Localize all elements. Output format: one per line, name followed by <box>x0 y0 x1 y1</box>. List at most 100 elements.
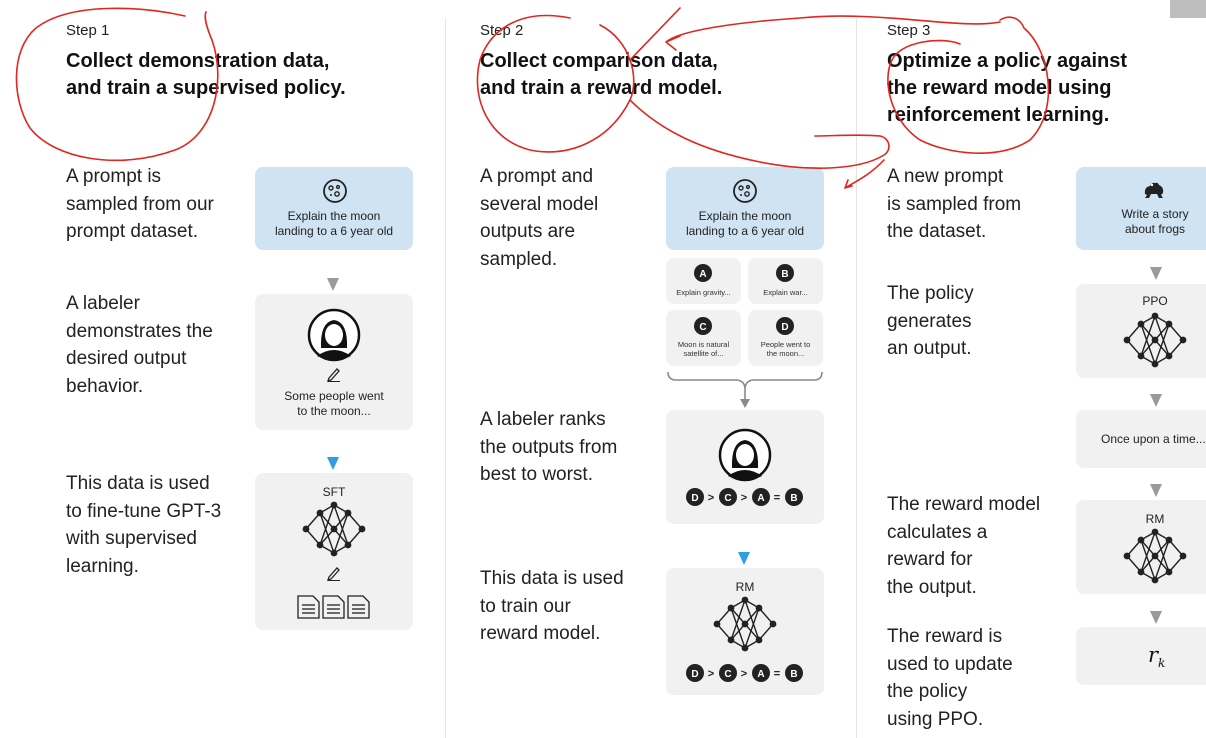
frog-icon <box>1144 182 1164 198</box>
step2-heading-line: Collect comparison data, <box>480 50 718 72</box>
desc-line: the dataset. <box>887 221 987 242</box>
rank-operator: = <box>774 668 780 680</box>
nn-edge <box>319 504 335 546</box>
rank-operator: > <box>741 492 747 504</box>
desc-line: A new prompt <box>887 166 1004 187</box>
moon-icon <box>733 179 757 203</box>
desc-line: A prompt is <box>66 166 162 187</box>
output-text: Explain gravity... <box>676 288 731 297</box>
desc-line: A labeler ranks <box>480 409 606 430</box>
nn-node <box>316 541 324 549</box>
desc-line: behavior. <box>66 375 144 397</box>
nn-edge <box>1140 539 1156 581</box>
nn-edge <box>1140 555 1156 573</box>
labeler-avatar-icon <box>718 428 772 482</box>
nn-edge <box>1168 323 1184 341</box>
desc-line: prompt dataset. <box>66 221 199 242</box>
desc-line: best to worst. <box>480 464 593 485</box>
nn-node <box>1179 552 1187 560</box>
nn-edge <box>730 623 746 641</box>
nn-edge <box>1126 539 1142 557</box>
step1-heading: Collect demonstration data, and train a … <box>66 48 346 102</box>
arrow-down-icon <box>738 552 750 565</box>
desc-line: to fine-tune GPT-3 <box>66 500 222 522</box>
step1-sft-card: SFT <box>255 473 413 630</box>
output-text: the moon... <box>766 349 805 358</box>
rank-letter: A <box>757 669 764 680</box>
nn-edge <box>1140 323 1156 365</box>
rank-badge <box>719 488 737 506</box>
step2-description-sampling: A prompt and several model outputs are s… <box>480 163 598 273</box>
nn-node <box>1151 552 1159 560</box>
nn-edge <box>730 607 746 625</box>
nn-node <box>1179 336 1187 344</box>
nn-node <box>1123 336 1131 344</box>
step1-heading-line: Collect demonstration data, <box>66 50 330 72</box>
rank-letter: C <box>724 669 731 680</box>
nn-edge <box>716 623 732 641</box>
nn-edge <box>1140 531 1156 573</box>
rank-badge <box>686 488 704 506</box>
ppo-label: PPO <box>1142 294 1168 308</box>
step3-rm-card: RM <box>1076 500 1206 594</box>
desc-line: sampled. <box>480 248 558 270</box>
output-card-b: B Explain war... <box>748 258 823 304</box>
arrow-down-icon <box>1150 484 1162 497</box>
nn-node <box>1165 352 1173 360</box>
nn-node <box>1137 352 1145 360</box>
nn-edge <box>730 607 746 649</box>
rank-badge <box>785 664 803 682</box>
nn-node <box>741 620 749 628</box>
nn-node <box>1151 336 1159 344</box>
desc-line: the outputs from <box>480 436 618 458</box>
nn-edge <box>333 512 349 554</box>
step1-label: Step 1 <box>66 22 110 39</box>
nn-node <box>741 596 749 604</box>
nn-node <box>727 636 735 644</box>
nn-edge <box>1154 555 1170 573</box>
nn-edge <box>744 599 760 641</box>
nn-edge <box>319 512 335 554</box>
nn-edge <box>305 528 321 546</box>
nn-node <box>1165 568 1173 576</box>
step1-prompt-card: Explain the moon landing to a 6 year old <box>255 167 413 250</box>
ranking-sequence: D>C>A=B <box>686 488 803 506</box>
desc-line: an output. <box>887 338 972 359</box>
nn-edge <box>1168 555 1184 573</box>
nn-node <box>1165 320 1173 328</box>
desc-line: calculates a <box>887 521 988 543</box>
step3-prompt-card: Write a story about frogs <box>1076 167 1206 250</box>
desc-line: The reward model <box>887 494 1041 515</box>
nn-node <box>1123 552 1131 560</box>
nn-node <box>727 604 735 612</box>
nn-node <box>713 620 721 628</box>
documents-icon <box>297 595 370 619</box>
desc-line: demonstrates the <box>66 320 213 342</box>
desc-line: The policy <box>887 283 974 304</box>
svg-text:C: C <box>699 322 706 333</box>
step3-description-prompt: A new prompt is sampled from the dataset… <box>887 163 1021 246</box>
nn-node <box>330 501 338 509</box>
step2-heading-line: and train a reward model. <box>480 77 723 99</box>
step3-description-update: The reward is used to update the policy … <box>887 623 1013 733</box>
nn-edge <box>1154 339 1170 357</box>
column-divider-1 <box>445 18 446 738</box>
brace-connector <box>667 371 823 408</box>
desc-line: the output. <box>887 576 977 598</box>
rank-badge <box>785 488 803 506</box>
rank-letter: C <box>724 493 731 504</box>
rank-badge <box>686 664 704 682</box>
nn-edge <box>1154 315 1170 357</box>
arrow-down-icon <box>1150 267 1162 280</box>
letter-badge-c: C <box>694 317 712 335</box>
arrow-down-icon <box>1150 394 1162 407</box>
output-text: People went to <box>760 340 811 349</box>
output-card-a: A Explain gravity... <box>666 258 741 304</box>
arrow-down-icon <box>327 457 339 470</box>
rank-badge <box>752 664 770 682</box>
nn-edge <box>716 607 732 625</box>
arrow-down-icon <box>1150 611 1162 624</box>
desc-line: reward model. <box>480 623 601 644</box>
desc-line: several model <box>480 193 599 215</box>
nn-node <box>755 604 763 612</box>
